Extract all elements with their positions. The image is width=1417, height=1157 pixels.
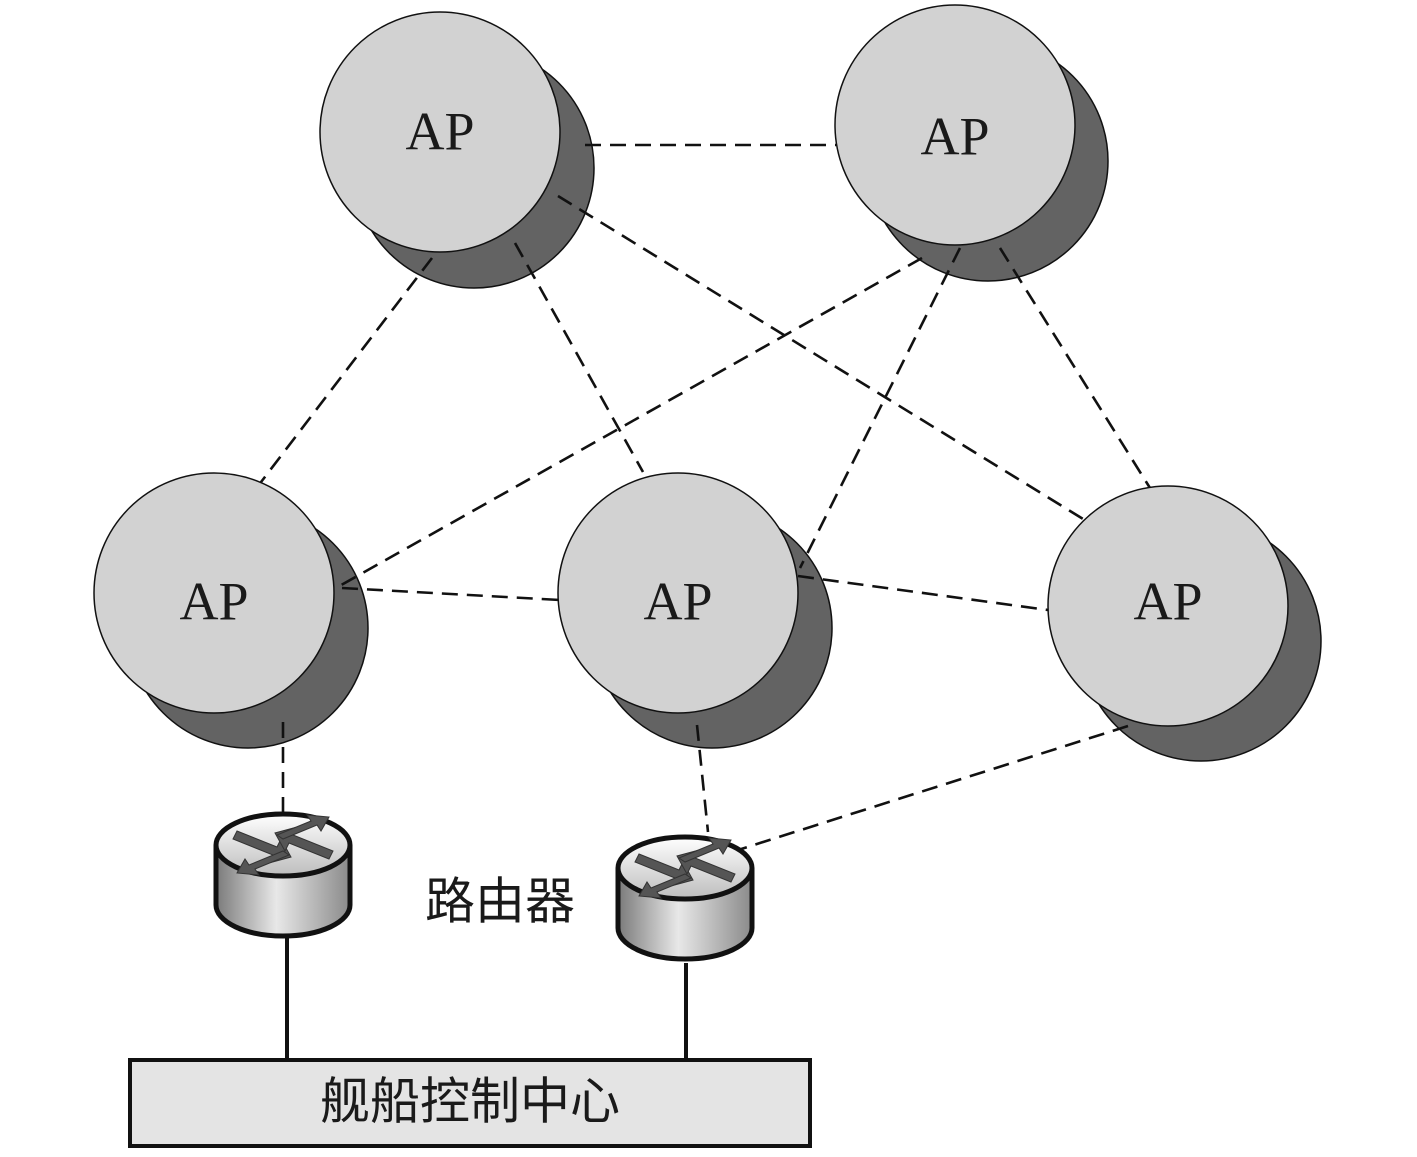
router-arrows-icon	[232, 814, 334, 876]
router-icon	[213, 811, 353, 939]
link-ap3-ap4	[341, 586, 561, 602]
link-ap4-router2	[695, 724, 710, 833]
router-arrows-icon	[634, 837, 736, 899]
control-center-label: 舰船控制中心	[320, 1073, 620, 1131]
wireless-links	[256, 143, 1152, 852]
link-ap1-ap4	[513, 242, 645, 473]
link-ap2-ap4	[798, 247, 962, 569]
ap-node-top-left: AP	[319, 11, 561, 253]
router-label: 路由器	[425, 873, 575, 931]
wired-links	[285, 938, 688, 1060]
link-ap2-ap5	[998, 247, 1152, 489]
ap-node-mid-center: AP	[557, 472, 799, 714]
link-ap1-ap3	[256, 257, 434, 487]
router-icon	[615, 834, 755, 962]
ap-label: AP	[920, 106, 989, 166]
link-ap2-ap3	[335, 256, 923, 590]
ap-label: AP	[179, 571, 248, 631]
link-ap4-ap5	[797, 574, 1049, 612]
ap-node-top-right: AP	[834, 4, 1076, 246]
ap-node-mid-left: AP	[93, 472, 335, 714]
link-ap1-ap5	[557, 194, 1089, 524]
ap-node-mid-right: AP	[1047, 485, 1289, 727]
ap-label: AP	[405, 101, 474, 161]
ap-label: AP	[1133, 571, 1202, 631]
control-center-box: 舰船控制中心	[128, 1058, 812, 1148]
ap-label: AP	[643, 571, 712, 631]
link-ap5-router2	[737, 724, 1129, 852]
